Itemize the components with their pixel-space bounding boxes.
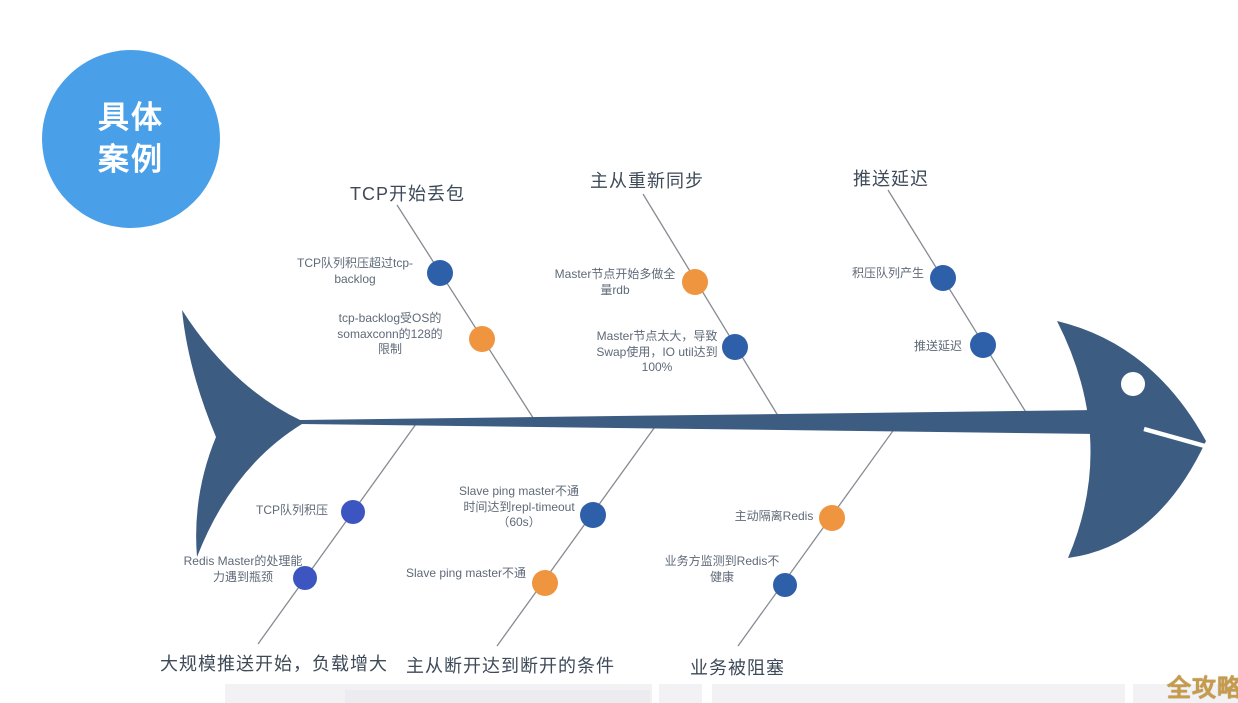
watermark: 全攻略 [1167, 675, 1238, 702]
cause-label: TCP队列积压 [255, 503, 328, 517]
cause-label: Slave ping master不通 时间达到repl-timeout（60s… [458, 484, 580, 529]
cause-label: TCP队列积压超过tcp-backlog [296, 256, 413, 286]
bottom-strip-gap [652, 684, 659, 703]
cause-dot [580, 502, 606, 528]
bottom-strip-gap [1125, 684, 1133, 703]
cause-dot [341, 500, 365, 524]
cause-dot [930, 265, 956, 291]
cause-label: tcp-backlog受OS的somaxconn的128的限制 [337, 311, 443, 356]
cause-label: Redis Master的处理能力遇到瓶颈 [183, 554, 303, 584]
branch-title-push-delay: 推送延迟 [853, 169, 929, 189]
badge-text-line1: 具体 [98, 100, 164, 135]
cause-dot [722, 334, 748, 360]
cause-dot [773, 573, 797, 597]
branch-line [257, 423, 417, 645]
cause-dot [532, 570, 558, 596]
branch-line [396, 204, 538, 425]
fish-mouth-icon [1143, 426, 1213, 451]
cause-label: Slave ping master不通 [405, 566, 527, 580]
badge-text-line2: 案例 [98, 142, 164, 177]
bottom-strip-segment [345, 690, 650, 703]
branch-title-tcp-loss: TCP开始丢包 [350, 184, 465, 204]
fish-eye-icon [1121, 372, 1145, 396]
cause-dot [682, 269, 708, 295]
cause-label: 业务方监测到Redis不健康 [664, 554, 780, 584]
branch-line [887, 189, 1028, 415]
branch-title-blocked: 业务被阻塞 [690, 658, 785, 678]
branch-line [737, 427, 896, 647]
cause-dot [293, 566, 317, 590]
fish-tail-icon [182, 310, 302, 557]
cause-label: 积压队列产生 [851, 266, 924, 280]
fish-head-icon [1057, 321, 1206, 558]
branch-line [496, 423, 658, 647]
branch-line [642, 193, 784, 425]
cause-dot [819, 505, 845, 531]
branch-title-load-increase: 大规模推送开始，负载增大 [160, 654, 388, 674]
fish-spine [300, 410, 1098, 434]
cause-label: Master节点太大，导致Swap使用，IO util达到100% [596, 329, 718, 374]
cause-dot [970, 332, 996, 358]
branch-lines [257, 189, 1028, 647]
cause-label: Master节点开始多做全量rdb [554, 267, 676, 297]
cause-dot [469, 326, 495, 352]
cause-label: 主动隔离Redis [734, 509, 814, 523]
bottom-strip-gap [702, 684, 712, 703]
branch-title-resync: 主从重新同步 [590, 171, 704, 191]
branch-title-disconnect: 主从断开达到断开的条件 [406, 656, 615, 676]
badge-circle: 具体 案例 [42, 50, 220, 228]
cause-label: 推送延迟 [913, 339, 962, 353]
cause-dot [427, 260, 453, 286]
